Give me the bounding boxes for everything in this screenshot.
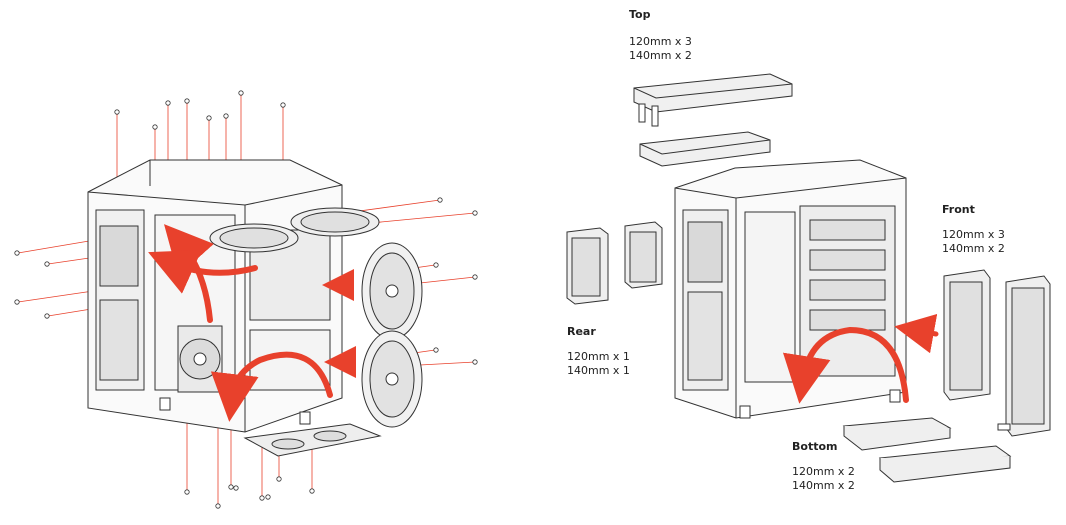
screws-left — [14, 90, 478, 509]
top-radiators — [633, 73, 793, 167]
label-front-line-1: 120mm x 3 — [942, 228, 1005, 241]
airflow-arrows-left — [148, 224, 356, 422]
label-top-line-2: 140mm x 2 — [629, 49, 692, 62]
bottom-fans-left — [243, 423, 382, 457]
label-rear-line-2: 140mm x 1 — [567, 364, 630, 377]
rear-fan-left — [177, 325, 223, 393]
label-rear-title: Rear — [567, 325, 596, 338]
rear-radiators — [566, 221, 663, 305]
airflow-arrows-right — [782, 313, 939, 404]
label-top-line-1: 120mm x 3 — [629, 35, 692, 48]
label-bottom-line-2: 140mm x 2 — [792, 479, 855, 492]
label-bottom: Bottom 120mm x 2 140mm x 2 — [792, 440, 855, 493]
label-front: Front 120mm x 3 140mm x 2 — [942, 203, 1005, 256]
case-body-right — [674, 159, 907, 419]
label-front-line-2: 140mm x 2 — [942, 242, 1005, 255]
front-fans-left — [361, 242, 423, 428]
label-rear: Rear 120mm x 1 140mm x 1 — [567, 325, 630, 378]
label-top: Top 120mm x 3 140mm x 2 — [629, 8, 692, 63]
label-rear-line-1: 120mm x 1 — [567, 350, 630, 363]
label-front-title: Front — [942, 203, 975, 216]
label-bottom-title: Bottom — [792, 440, 838, 453]
bottom-radiators — [842, 417, 1012, 483]
label-top-title: Top — [629, 8, 651, 21]
top-fans-left — [209, 207, 380, 253]
front-radiators — [943, 269, 1051, 437]
label-bottom-line-1: 120mm x 2 — [792, 465, 855, 478]
